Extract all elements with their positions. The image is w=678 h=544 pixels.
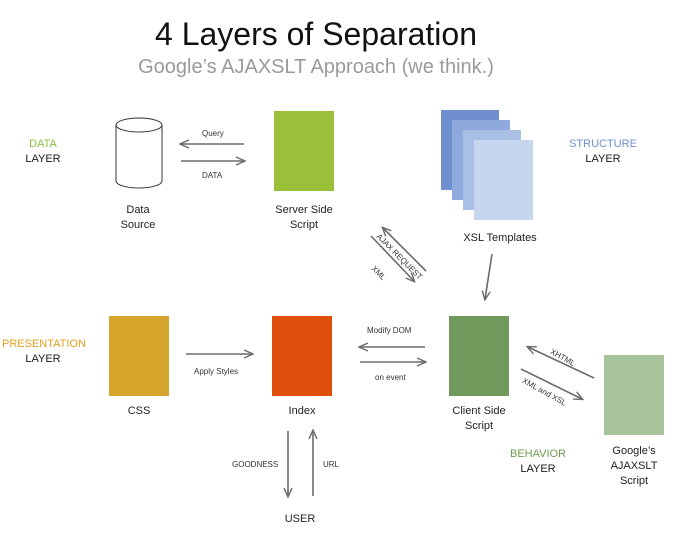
behavior-layer-label: BEHAVIOR LAYER [507,447,569,477]
data-layer-label: DATA LAYER [18,137,68,167]
query-edge-label: Query [202,129,224,138]
url-edge-label: URL [323,460,340,469]
data-layer-name: DATA [29,138,57,150]
server-side-script-box [274,111,334,191]
behavior-layer-name: BEHAVIOR [509,448,567,460]
modify-dom-edge-label: Modify DOM [367,326,412,335]
presentation-layer-name: PRESENTATION [2,338,86,350]
ajaxslt-script-box [604,355,664,435]
apply-styles-edge-label: Apply Styles [194,367,239,376]
presentation-layer-label: PRESENTATION LAYER [2,337,86,367]
xml-and-xsl-arrow [520,368,582,399]
behavior-layer-suffix: LAYER [520,463,556,475]
user-label: USER [284,513,316,525]
diagram-subtitle: Google’s AJAXSLT Approach (we think.) [138,56,494,78]
data-edge-label: DATA [202,171,223,180]
templates-to-client-arrow [485,253,493,299]
structure-layer-suffix: LAYER [585,153,621,165]
database-icon [115,117,163,189]
client-side-script-label: Client Side Script [452,405,506,432]
server-side-script-label: Server Side Script [275,204,333,231]
xsl-templates-label: XSL Templates [463,232,537,244]
presentation-layer-suffix: LAYER [25,353,61,365]
data-source-label: Data Source [120,204,156,231]
structure-layer-name: STRUCTURE [569,138,637,150]
index-label: Index [288,405,316,417]
xhtml-arrow [528,347,595,379]
goodness-edge-label: GOODNESS [232,460,279,469]
css-box [109,316,169,396]
xsl-template-page-4 [474,140,533,220]
on-event-edge-label: on event [375,373,406,382]
xml-arrow [370,235,414,281]
diagram-title: 4 Layers of Separation [155,16,477,52]
index-box [272,316,332,396]
ajaxslt-script-label: Google’s AJAXSLT Script [610,445,658,487]
ajax-request-arrow [383,228,427,272]
client-side-script-box [449,316,509,396]
data-layer-suffix: LAYER [25,153,61,165]
structure-layer-label: STRUCTURE LAYER [566,137,640,167]
css-label: CSS [127,405,151,417]
